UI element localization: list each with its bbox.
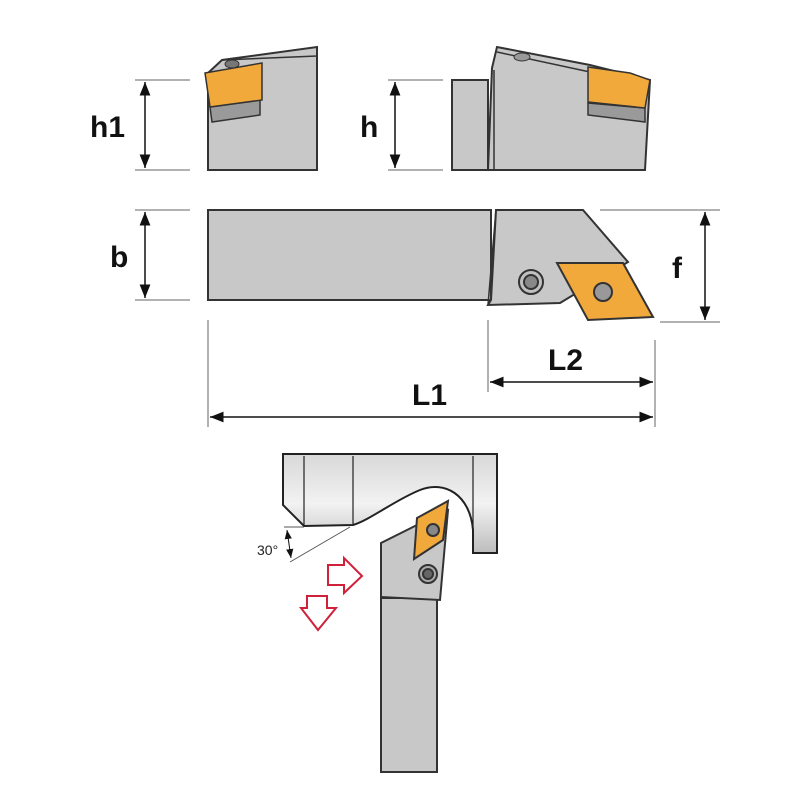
front-view-right: [451, 45, 652, 171]
label-angle: 30°: [257, 542, 278, 558]
label-h1: h1: [90, 111, 125, 144]
feed-down-arrow-icon: [298, 595, 339, 632]
front-view-left: [204, 45, 318, 171]
label-L2: L2: [548, 344, 583, 377]
cutting-tool: [380, 499, 450, 773]
feed-right-arrow-icon: [327, 555, 364, 596]
label-h: h: [360, 111, 378, 144]
dimension-L1: L1: [207, 320, 653, 427]
dimension-h: h: [360, 79, 443, 171]
label-L1: L1: [412, 379, 447, 412]
label-f: f: [672, 252, 683, 285]
top-view: [207, 209, 655, 322]
dimension-f: f: [600, 209, 720, 323]
workpiece: [282, 453, 498, 554]
dimension-b: b: [110, 209, 190, 301]
angle-annotation: 30°: [257, 526, 351, 563]
dimension-L2: L2: [487, 320, 656, 427]
feed-arrows: [298, 555, 364, 632]
dimension-h1: h1: [90, 79, 190, 171]
label-b: b: [110, 241, 128, 274]
